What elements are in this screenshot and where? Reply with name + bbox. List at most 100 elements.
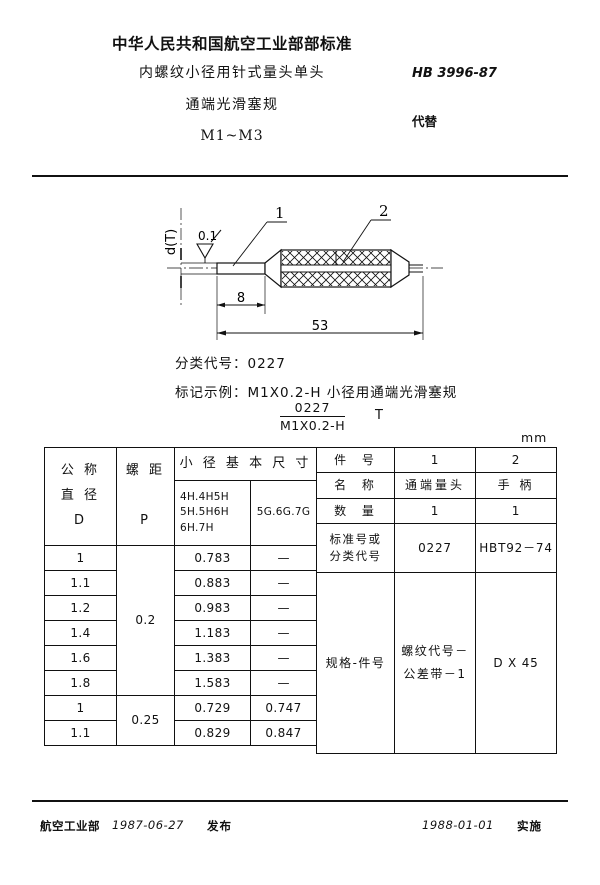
value-standard-code-1: 0227 (394, 523, 476, 573)
marking-fraction-denominator: M1X0.2-H (280, 418, 346, 433)
classification-code-note: 分类代号：0227 (175, 356, 286, 372)
leader-label-2: 2 (379, 202, 389, 220)
marking-fraction-numerator: 0227 (280, 400, 346, 417)
cell-diameter: 1.8 (44, 670, 117, 696)
table-row: 1.6 1.383 — (44, 645, 318, 671)
cell-minor-dia-2: — (249, 595, 318, 621)
dim8-arrow-right (257, 302, 265, 308)
label-standard-code: 标准号或 分类代号 (316, 523, 395, 573)
marking-fraction: 0227 M1X0.2-H (280, 400, 346, 433)
cell-minor-dia-2: — (249, 570, 318, 596)
diameter-label-text: d(T) (164, 229, 179, 255)
cell-diameter: 1 (44, 695, 117, 721)
cell-pitch: 0.2 (116, 545, 175, 696)
header-nominal-diameter-sym: D (73, 512, 87, 528)
footer-publish-label: 发布 (207, 819, 232, 833)
document-header: 中华人民共和国航空工业部部标准 内螺纹小径用针式量头单头 通端光滑塞规 M1~M… (32, 26, 568, 176)
dim8-arrow-left (217, 302, 225, 308)
unit-label: mm (521, 430, 548, 445)
cell-minor-dia-1: 1.383 (174, 645, 251, 671)
parts-row-qty: 数 量 1 1 (316, 498, 557, 524)
cell-minor-dia-2: — (249, 545, 318, 571)
table-row: 1.4 1.183 — (44, 620, 318, 646)
value-quantity-1: 1 (394, 498, 476, 524)
cell-minor-dia-2: — (249, 670, 318, 696)
header-minor-diameter: 小 径 基 本 尺 寸 (173, 447, 318, 481)
header-pitch-label: 螺 距 (125, 463, 166, 479)
parts-row-standard: 标准号或 分类代号 0227 HBT92－74 (316, 523, 557, 573)
footer-divider-rule (32, 800, 568, 802)
header-nominal-diameter-l2: 直 径 (60, 488, 101, 504)
footer-implement-label: 实施 (517, 819, 542, 833)
surface-finish-symbol (196, 243, 214, 260)
cell-diameter: 1.1 (44, 570, 117, 596)
cell-diameter: 1.6 (44, 645, 117, 671)
parts-row-spec: 规格-件号 螺纹代号－ 公差带－1 D X 45 (316, 572, 557, 754)
document-title-line-2: 通端光滑塞规 (185, 97, 279, 113)
cell-diameter: 1 (44, 545, 117, 571)
value-standard-code-2: HBT92－74 (475, 523, 557, 573)
value-thread-code-l2: 公差带－1 (403, 667, 467, 681)
handle-bore (280, 264, 392, 273)
leader-label-1: 1 (275, 204, 285, 222)
marking-example-note: 标记示例：M1X0.2-H 小径用通端光滑塞规 (175, 385, 458, 401)
label-standard-code-l1: 标准号或 (329, 531, 382, 546)
parts-row-name: 名 称 通端量头 手 柄 (316, 472, 557, 499)
right-taper (390, 248, 410, 289)
table-row: 1.1 0.883 — (44, 570, 318, 596)
document-title-line-1: 内螺纹小径用针式量头单头 (139, 65, 325, 81)
cell-minor-dia-2: 0.847 (249, 720, 318, 746)
drawing-svg: d(T) 0.1 1 2 8 53 (164, 202, 443, 340)
replaces-label: 代替 (412, 114, 438, 129)
footer-issuer: 航空工业部 (40, 819, 100, 833)
left-taper (264, 248, 282, 289)
cell-minor-dia-1: 0.783 (174, 545, 251, 571)
label-standard-code-l2: 分类代号 (329, 549, 382, 563)
footer-issue-date: 1987-06-27 (112, 818, 184, 832)
value-part-number-2: 2 (475, 447, 557, 473)
value-thread-code-l1: 螺纹代号－ (401, 644, 469, 659)
gauge-technical-drawing: d(T) 0.1 1 2 8 53 (155, 190, 455, 350)
document-footer: 航空工业部 1987-06-27 发布 1988-01-01 实施 (32, 812, 568, 842)
table-row: 1.8 1.583 — (44, 670, 318, 696)
header-tolerance-group-2: 5G.6G.7G (249, 480, 318, 546)
leader-line-1 (232, 221, 268, 267)
header-pitch: 螺 距 P (116, 447, 175, 546)
issuing-authority-title: 中华人民共和国航空工业部部标准 (111, 35, 352, 53)
cell-diameter: 1.1 (44, 720, 117, 746)
cell-diameter: 1.2 (44, 595, 117, 621)
cell-minor-dia-1: 1.583 (174, 670, 251, 696)
value-quantity-2: 1 (475, 498, 557, 524)
header-nominal-diameter-l1: 公 称 (60, 463, 101, 479)
leader-line-2 (342, 219, 372, 263)
value-part-name-1: 通端量头 (394, 472, 476, 499)
standard-number: HB 3996-87 (412, 66, 497, 81)
cell-minor-dia-2: — (249, 645, 318, 671)
parts-row-part-no: 件 号 1 2 (316, 447, 557, 473)
dim53-arrow-right (414, 330, 423, 336)
parts-list-table: 件 号 1 2 名 称 通端量头 手 柄 数 量 1 1 (316, 447, 557, 754)
label-part-number: 件 号 (316, 447, 395, 473)
header-nominal-diameter: 公 称 直 径 D (44, 447, 117, 546)
knurl-lower (282, 272, 390, 286)
value-part-number-1: 1 (394, 447, 476, 473)
cell-minor-dia-2: — (249, 620, 318, 646)
value-handle-spec: D X 45 (475, 572, 557, 754)
value-part-name-2: 手 柄 (475, 472, 557, 499)
footer-effective-date: 1988-01-01 (422, 818, 494, 832)
marking-fraction-suffix: T (375, 408, 383, 423)
cell-minor-dia-1: 1.183 (174, 620, 251, 646)
cell-minor-dia-1: 0.829 (174, 720, 251, 746)
dim8-text: 8 (237, 291, 245, 306)
table-row: 1 0.2 0.783 — (44, 545, 318, 696)
table-row: 1 0.25 0.729 0.747 (44, 695, 318, 746)
cell-minor-dia-2: 0.747 (249, 695, 318, 721)
table-header-row-1: 公 称 直 径 D 螺 距 P 小 径 基 本 尺 寸 (44, 447, 318, 546)
cell-minor-dia-1: 0.729 (174, 695, 251, 721)
label-part-name: 名 称 (316, 472, 395, 499)
cell-pitch: 0.25 (116, 695, 175, 746)
